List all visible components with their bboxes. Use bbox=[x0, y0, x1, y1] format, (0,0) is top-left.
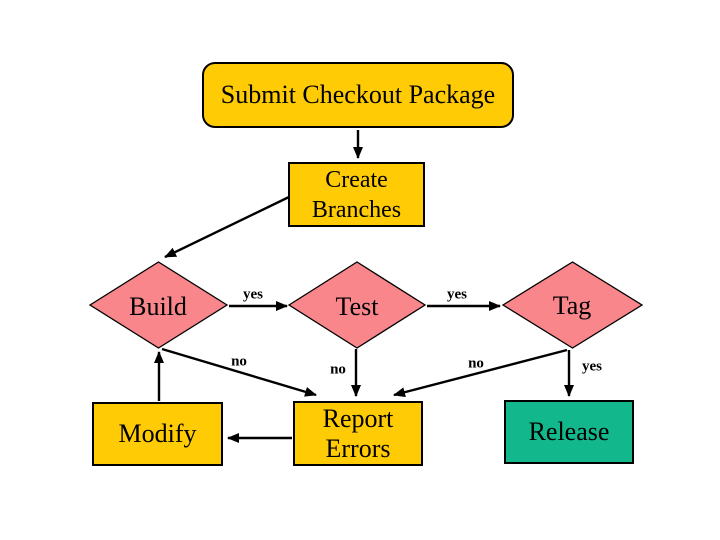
edge-label-test-tag-yes: yes bbox=[447, 286, 467, 303]
edge-label-test-report-no: no bbox=[330, 361, 346, 378]
node-submit-label: Submit Checkout Package bbox=[220, 80, 496, 109]
decision-build-label: Build bbox=[129, 292, 187, 321]
edge-tag-to-report-arrow bbox=[393, 348, 568, 398]
decision-build-shape bbox=[88, 261, 229, 349]
node-modify-label: Modify bbox=[118, 419, 197, 448]
node-release-label: Release bbox=[528, 417, 610, 446]
edge-create-to-build-arrow bbox=[164, 195, 290, 259]
decision-tag-shape bbox=[501, 261, 644, 349]
node-submit-checkout-package: Submit Checkout Package bbox=[202, 62, 514, 128]
decision-test-label: Test bbox=[335, 292, 379, 321]
edge-build-to-report-arrow bbox=[161, 347, 317, 397]
node-report-errors: Report Errors bbox=[293, 401, 423, 466]
decision-test-shape bbox=[287, 261, 427, 349]
edge-label-tag-release-yes: yes bbox=[582, 358, 602, 375]
node-report-label: Report Errors bbox=[322, 403, 394, 463]
edge-label-build-test-yes: yes bbox=[243, 286, 263, 303]
edge-label-build-report-no: no bbox=[231, 353, 247, 370]
node-release: Release bbox=[504, 400, 634, 464]
node-create-label: Create Branches bbox=[311, 166, 402, 223]
node-modify: Modify bbox=[92, 402, 223, 466]
node-create-branches: Create Branches bbox=[288, 162, 425, 227]
decision-tag-label: Tag bbox=[552, 291, 592, 320]
edge-label-tag-report-no: no bbox=[468, 355, 484, 372]
